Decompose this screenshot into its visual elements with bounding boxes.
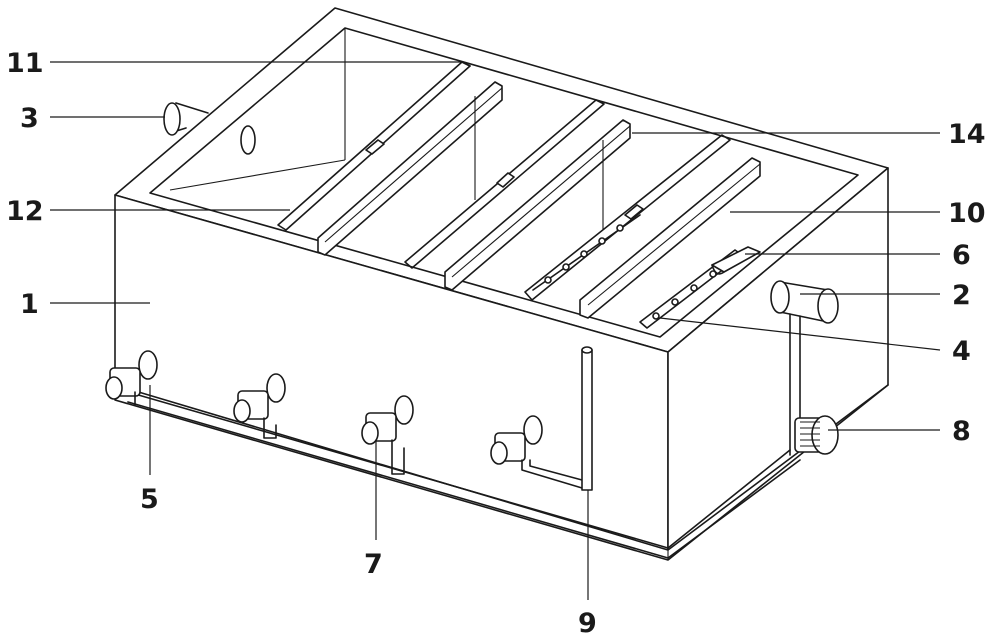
vent-pipe-9 xyxy=(581,346,593,491)
label-6: 6 xyxy=(952,240,971,271)
valve-3 xyxy=(361,395,414,475)
partition-plate-1 xyxy=(317,81,503,256)
label-7: 7 xyxy=(364,549,383,580)
filter-screen-3 xyxy=(524,134,731,301)
label-10: 10 xyxy=(948,198,986,229)
baffle-6 xyxy=(711,246,761,275)
label-9: 9 xyxy=(578,608,597,639)
label-4: 4 xyxy=(952,336,971,367)
inlet-pipe-3 xyxy=(163,102,209,136)
label-14: 14 xyxy=(948,119,986,150)
label-2: 2 xyxy=(952,280,971,311)
valve-4 xyxy=(490,415,583,489)
wall-opening xyxy=(240,125,256,155)
leader-lines xyxy=(50,61,941,600)
valve-1 xyxy=(105,350,158,406)
filter-screen-1 xyxy=(277,61,471,231)
label-12: 12 xyxy=(6,196,44,227)
label-3: 3 xyxy=(20,103,39,134)
partition-plate-3 xyxy=(579,157,761,319)
label-11: 11 xyxy=(6,48,44,79)
valve-2 xyxy=(233,373,286,439)
filter-screen-2 xyxy=(404,99,605,269)
label-1: 1 xyxy=(20,289,39,320)
partition-plate-2 xyxy=(444,119,631,291)
pump-8 xyxy=(794,415,839,455)
outlet-pipe-2 xyxy=(770,280,839,324)
label-8: 8 xyxy=(952,416,971,447)
drain-manifold xyxy=(127,391,801,559)
label-5: 5 xyxy=(140,484,159,515)
